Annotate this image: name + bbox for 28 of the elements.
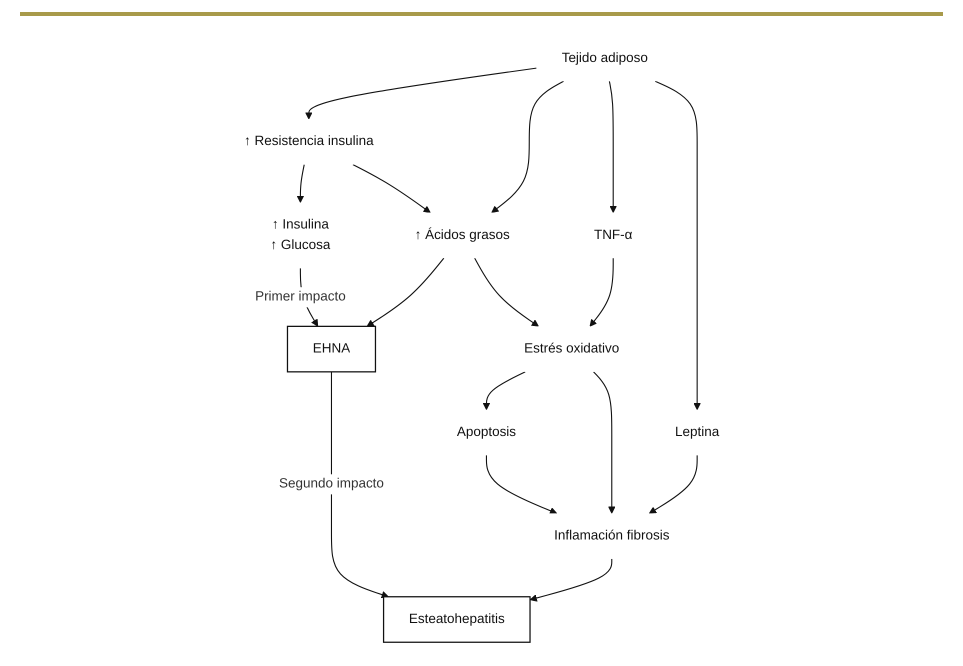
arrow <box>608 81 617 213</box>
arrow <box>530 558 612 602</box>
node-text: ↑ Insulina ↑ Glucosa <box>270 218 330 252</box>
node-text: Tejido adiposo <box>562 50 648 66</box>
node-text: ↑ Ácidos grasos <box>414 228 510 242</box>
arrow <box>654 80 701 410</box>
arrow <box>486 455 557 514</box>
arrow <box>589 258 614 327</box>
arrow <box>648 455 698 514</box>
edge-label: Segundo impacto <box>278 476 384 492</box>
arrow <box>474 258 539 327</box>
arrow <box>352 164 431 213</box>
node-text: Inflamación fibrosis <box>554 528 670 543</box>
arrow <box>330 372 389 598</box>
arrow <box>366 258 444 327</box>
node-text: Apoptosis <box>456 424 516 440</box>
node-box: EHNA <box>286 326 376 372</box>
arrow <box>491 80 564 213</box>
arrow <box>482 371 526 410</box>
edge-label: Primer impacto <box>254 290 346 304</box>
node-text: ↑ Resistencia insulina <box>244 134 374 149</box>
arrow <box>296 164 305 203</box>
arrow <box>304 68 536 120</box>
node-text: TNF-α <box>594 228 632 242</box>
node-text: Estrés oxidativo <box>524 342 620 356</box>
node-box: Esteatohepatitis <box>382 596 531 643</box>
arrow <box>593 371 616 514</box>
node-text: Leptina <box>674 424 720 440</box>
